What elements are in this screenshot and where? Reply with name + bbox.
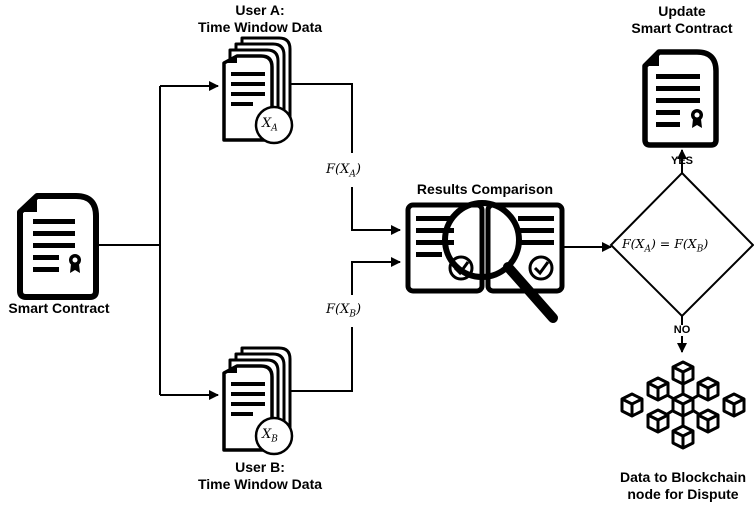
user-b-title: User B: Time Window Data: [197, 459, 323, 492]
smart-contract-label: Smart Contract: [8, 300, 110, 316]
blockchain-network-icon: [620, 360, 746, 450]
decision-condition: F(XA) = F(XB): [622, 236, 709, 255]
user-a-title: User A: Time Window Data: [197, 2, 323, 35]
user-b-data-variable: XB: [262, 427, 278, 445]
smart-contract-icon: [17, 193, 99, 300]
user-b-document-stack: [222, 346, 294, 456]
blockchain-label: Data to Blockchain node for Dispute: [619, 469, 747, 502]
update-contract-label: Update Smart Contract: [631, 3, 733, 36]
updated-contract-icon: [642, 49, 719, 148]
user-a-document-stack: [222, 36, 294, 145]
results-comparison-label: Results Comparison: [416, 181, 554, 197]
user-a-data-variable: XA: [262, 116, 278, 134]
no-label: NO: [673, 324, 691, 336]
magnifier-icon: [442, 200, 522, 280]
decision-diamond: [609, 171, 754, 318]
function-a-label: F(XA): [326, 162, 361, 180]
comparison-icon: [405, 200, 565, 323]
user-a-data-circle: [254, 105, 294, 145]
connector-lines: [98, 81, 687, 400]
function-b-label: F(XB): [326, 302, 362, 320]
user-b-data-circle: [254, 416, 294, 456]
yes-label: YES: [670, 155, 693, 167]
